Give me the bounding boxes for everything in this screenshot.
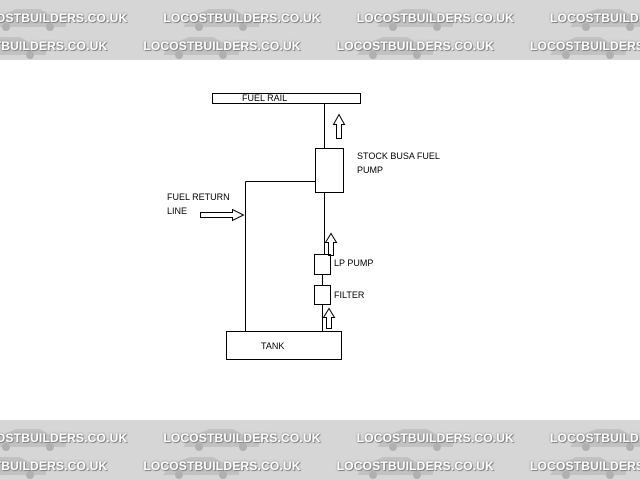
- watermark-item: LOCOSTBUILDERS.CO.UK: [357, 4, 514, 32]
- tank-box: [226, 331, 342, 360]
- tank-label: TANK: [261, 341, 285, 351]
- watermark-row: LOCOSTBUILDERS.CO.UK LOCOSTBUILDERS.CO.U…: [0, 452, 640, 480]
- stock-pump-box: [315, 148, 344, 193]
- car-watermark-icon: [550, 37, 627, 59]
- watermark-text: LOCOSTBUILDERS.CO.UK: [0, 11, 128, 25]
- watermark-item: LOCOSTBUILDERS.CO.UK: [337, 32, 494, 60]
- watermark-text: LOCOSTBUILDERS.CO.UK: [550, 431, 640, 445]
- watermark-text: LOCOSTBUILDERS.CO.UK: [143, 39, 301, 53]
- watermark-item: LOCOSTBUILDERS.CO.UK: [530, 452, 640, 480]
- car-watermark-icon: [163, 457, 240, 479]
- watermark-item: LOCOSTBUILDERS.CO.UK: [143, 452, 300, 480]
- lp-pump-label: LP PUMP: [334, 258, 374, 268]
- stock-pump-label-line2: PUMP: [357, 165, 384, 175]
- watermark-item: LOCOSTBUILDERS.CO.UK: [0, 452, 107, 480]
- watermark-row: LOCOSTBUILDERS.CO.UK LOCOSTBUILDERS.CO.U…: [0, 424, 640, 452]
- watermark-text: LOCOSTBUILDERS.CO.UK: [163, 11, 321, 25]
- watermark-text: LOCOSTBUILDERS.CO.UK: [336, 39, 495, 53]
- watermark-band-top: LOCOSTBUILDERS.CO.UK LOCOSTBUILDERS.CO.U…: [0, 0, 640, 60]
- lp-pump-box: [314, 254, 331, 275]
- car-watermark-icon: [550, 457, 627, 479]
- return-label-line2: LINE: [167, 206, 188, 216]
- car-watermark-icon: [570, 9, 640, 31]
- car-watermark-icon: [376, 9, 453, 31]
- flow-up-arrow-icon: [322, 307, 336, 329]
- watermark-text: LOCOSTBUILDERS.CO.UK: [356, 11, 515, 25]
- fuel-rail-box: [212, 93, 361, 104]
- car-watermark-icon: [183, 9, 260, 31]
- watermark-text: LOCOSTBUILDERS.CO.UK: [530, 39, 640, 53]
- car-watermark-icon: [0, 9, 66, 31]
- stock-pump-label-line1: STOCK BUSA FUEL: [357, 151, 440, 161]
- watermark-band-bottom: LOCOSTBUILDERS.CO.UK LOCOSTBUILDERS.CO.U…: [0, 420, 640, 480]
- watermark-text: LOCOSTBUILDERS.CO.UK: [0, 431, 128, 445]
- watermark-item: LOCOSTBUILDERS.CO.UK: [163, 4, 320, 32]
- car-watermark-icon: [163, 37, 240, 59]
- fuel-rail-label: FUEL RAIL: [242, 93, 288, 103]
- watermark-item: LOCOSTBUILDERS.CO.UK: [550, 424, 640, 452]
- watermark-item: LOCOSTBUILDERS.CO.UK: [143, 32, 300, 60]
- flow-up-arrow-icon: [324, 232, 338, 256]
- watermark-text: LOCOSTBUILDERS.CO.UK: [530, 459, 640, 473]
- watermark-row: LOCOSTBUILDERS.CO.UK LOCOSTBUILDERS.CO.U…: [0, 4, 640, 32]
- car-watermark-icon: [356, 37, 433, 59]
- watermark-text: LOCOSTBUILDERS.CO.UK: [0, 39, 108, 53]
- watermark-text: LOCOSTBUILDERS.CO.UK: [550, 11, 640, 25]
- car-watermark-icon: [570, 429, 640, 451]
- car-watermark-icon: [183, 429, 260, 451]
- watermark-text: LOCOSTBUILDERS.CO.UK: [356, 431, 515, 445]
- watermark-text: LOCOSTBUILDERS.CO.UK: [163, 431, 321, 445]
- car-watermark-icon: [0, 457, 46, 479]
- watermark-item: LOCOSTBUILDERS.CO.UK: [357, 424, 514, 452]
- car-watermark-icon: [356, 457, 433, 479]
- watermark-item: LOCOSTBUILDERS.CO.UK: [0, 424, 127, 452]
- return-flow-arrow-icon: [200, 208, 245, 222]
- watermark-item: LOCOSTBUILDERS.CO.UK: [0, 4, 127, 32]
- watermark-item: LOCOSTBUILDERS.CO.UK: [0, 32, 107, 60]
- return-label-line1: FUEL RETURN: [167, 192, 230, 202]
- watermark-item: LOCOSTBUILDERS.CO.UK: [337, 452, 494, 480]
- watermark-row: LOCOSTBUILDERS.CO.UK LOCOSTBUILDERS.CO.U…: [0, 32, 640, 60]
- car-watermark-icon: [0, 37, 46, 59]
- flow-up-arrow-icon: [332, 113, 346, 139]
- watermark-item: LOCOSTBUILDERS.CO.UK: [530, 32, 640, 60]
- car-watermark-icon: [376, 429, 453, 451]
- watermark-item: LOCOSTBUILDERS.CO.UK: [550, 4, 640, 32]
- watermark-item: LOCOSTBUILDERS.CO.UK: [163, 424, 320, 452]
- watermark-text: LOCOSTBUILDERS.CO.UK: [0, 459, 108, 473]
- filter-label: FILTER: [334, 290, 365, 300]
- watermark-text: LOCOSTBUILDERS.CO.UK: [143, 459, 301, 473]
- filter-box: [314, 285, 331, 305]
- watermark-text: LOCOSTBUILDERS.CO.UK: [336, 459, 495, 473]
- car-watermark-icon: [0, 429, 66, 451]
